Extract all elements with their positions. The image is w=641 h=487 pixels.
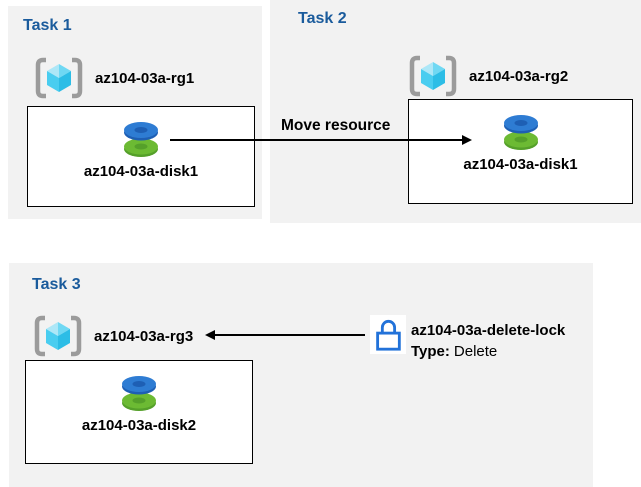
task2-panel: Task 2 az104-03a-rg2 az104-03a-disk1 <box>270 0 641 223</box>
resource-group-icon <box>35 57 83 99</box>
task2-disk-name: az104-03a-disk1 <box>463 156 578 173</box>
lock-icon <box>376 319 401 351</box>
task3-resource-group: az104-03a-rg3 <box>31 314 193 358</box>
lock-type: Type:Delete <box>411 341 565 362</box>
lock-type-value: Delete <box>453 343 498 360</box>
lock-arrow-line <box>214 334 365 336</box>
task3-title: Task 3 <box>32 276 81 293</box>
task3-panel: Task 3 az104-03a-rg3 az104-03a-disk2 <box>9 263 593 487</box>
task3-disk-name: az104-03a-disk2 <box>81 417 197 434</box>
move-arrow-line <box>170 139 463 141</box>
task1-disk-box: az104-03a-disk1 <box>27 106 255 207</box>
task1-disk-name: az104-03a-disk1 <box>83 163 199 180</box>
task3-rg-name: az104-03a-rg3 <box>94 327 194 345</box>
lock-label-group: az104-03a-delete-lock Type:Delete <box>411 320 565 362</box>
resource-group-icon <box>34 315 82 357</box>
resource-group-icon <box>409 55 457 97</box>
task1-resource-group: az104-03a-rg1 <box>32 56 194 100</box>
lock-type-label: Type: <box>411 343 450 360</box>
task1-rg-name: az104-03a-rg1 <box>95 69 195 87</box>
move-resource-label: Move resource <box>281 117 391 134</box>
task1-panel: Task 1 az104-03a-rg1 az104-03a-disk1 <box>8 6 262 219</box>
task2-rg-name: az104-03a-rg2 <box>469 67 569 85</box>
disk-icon <box>503 115 538 150</box>
task2-resource-group: az104-03a-rg2 <box>406 54 568 98</box>
disk-icon <box>122 376 156 411</box>
lock-icon-tile <box>370 315 406 354</box>
lock-name: az104-03a-delete-lock <box>411 322 566 339</box>
lock-arrow-head-icon <box>205 329 215 340</box>
task3-disk-box: az104-03a-disk2 <box>25 360 253 464</box>
task2-title: Task 2 <box>298 10 347 27</box>
task2-disk-box: az104-03a-disk1 <box>408 99 633 204</box>
disk-icon <box>124 122 158 157</box>
move-arrow-head-icon <box>462 134 472 145</box>
task1-title: Task 1 <box>23 17 72 34</box>
